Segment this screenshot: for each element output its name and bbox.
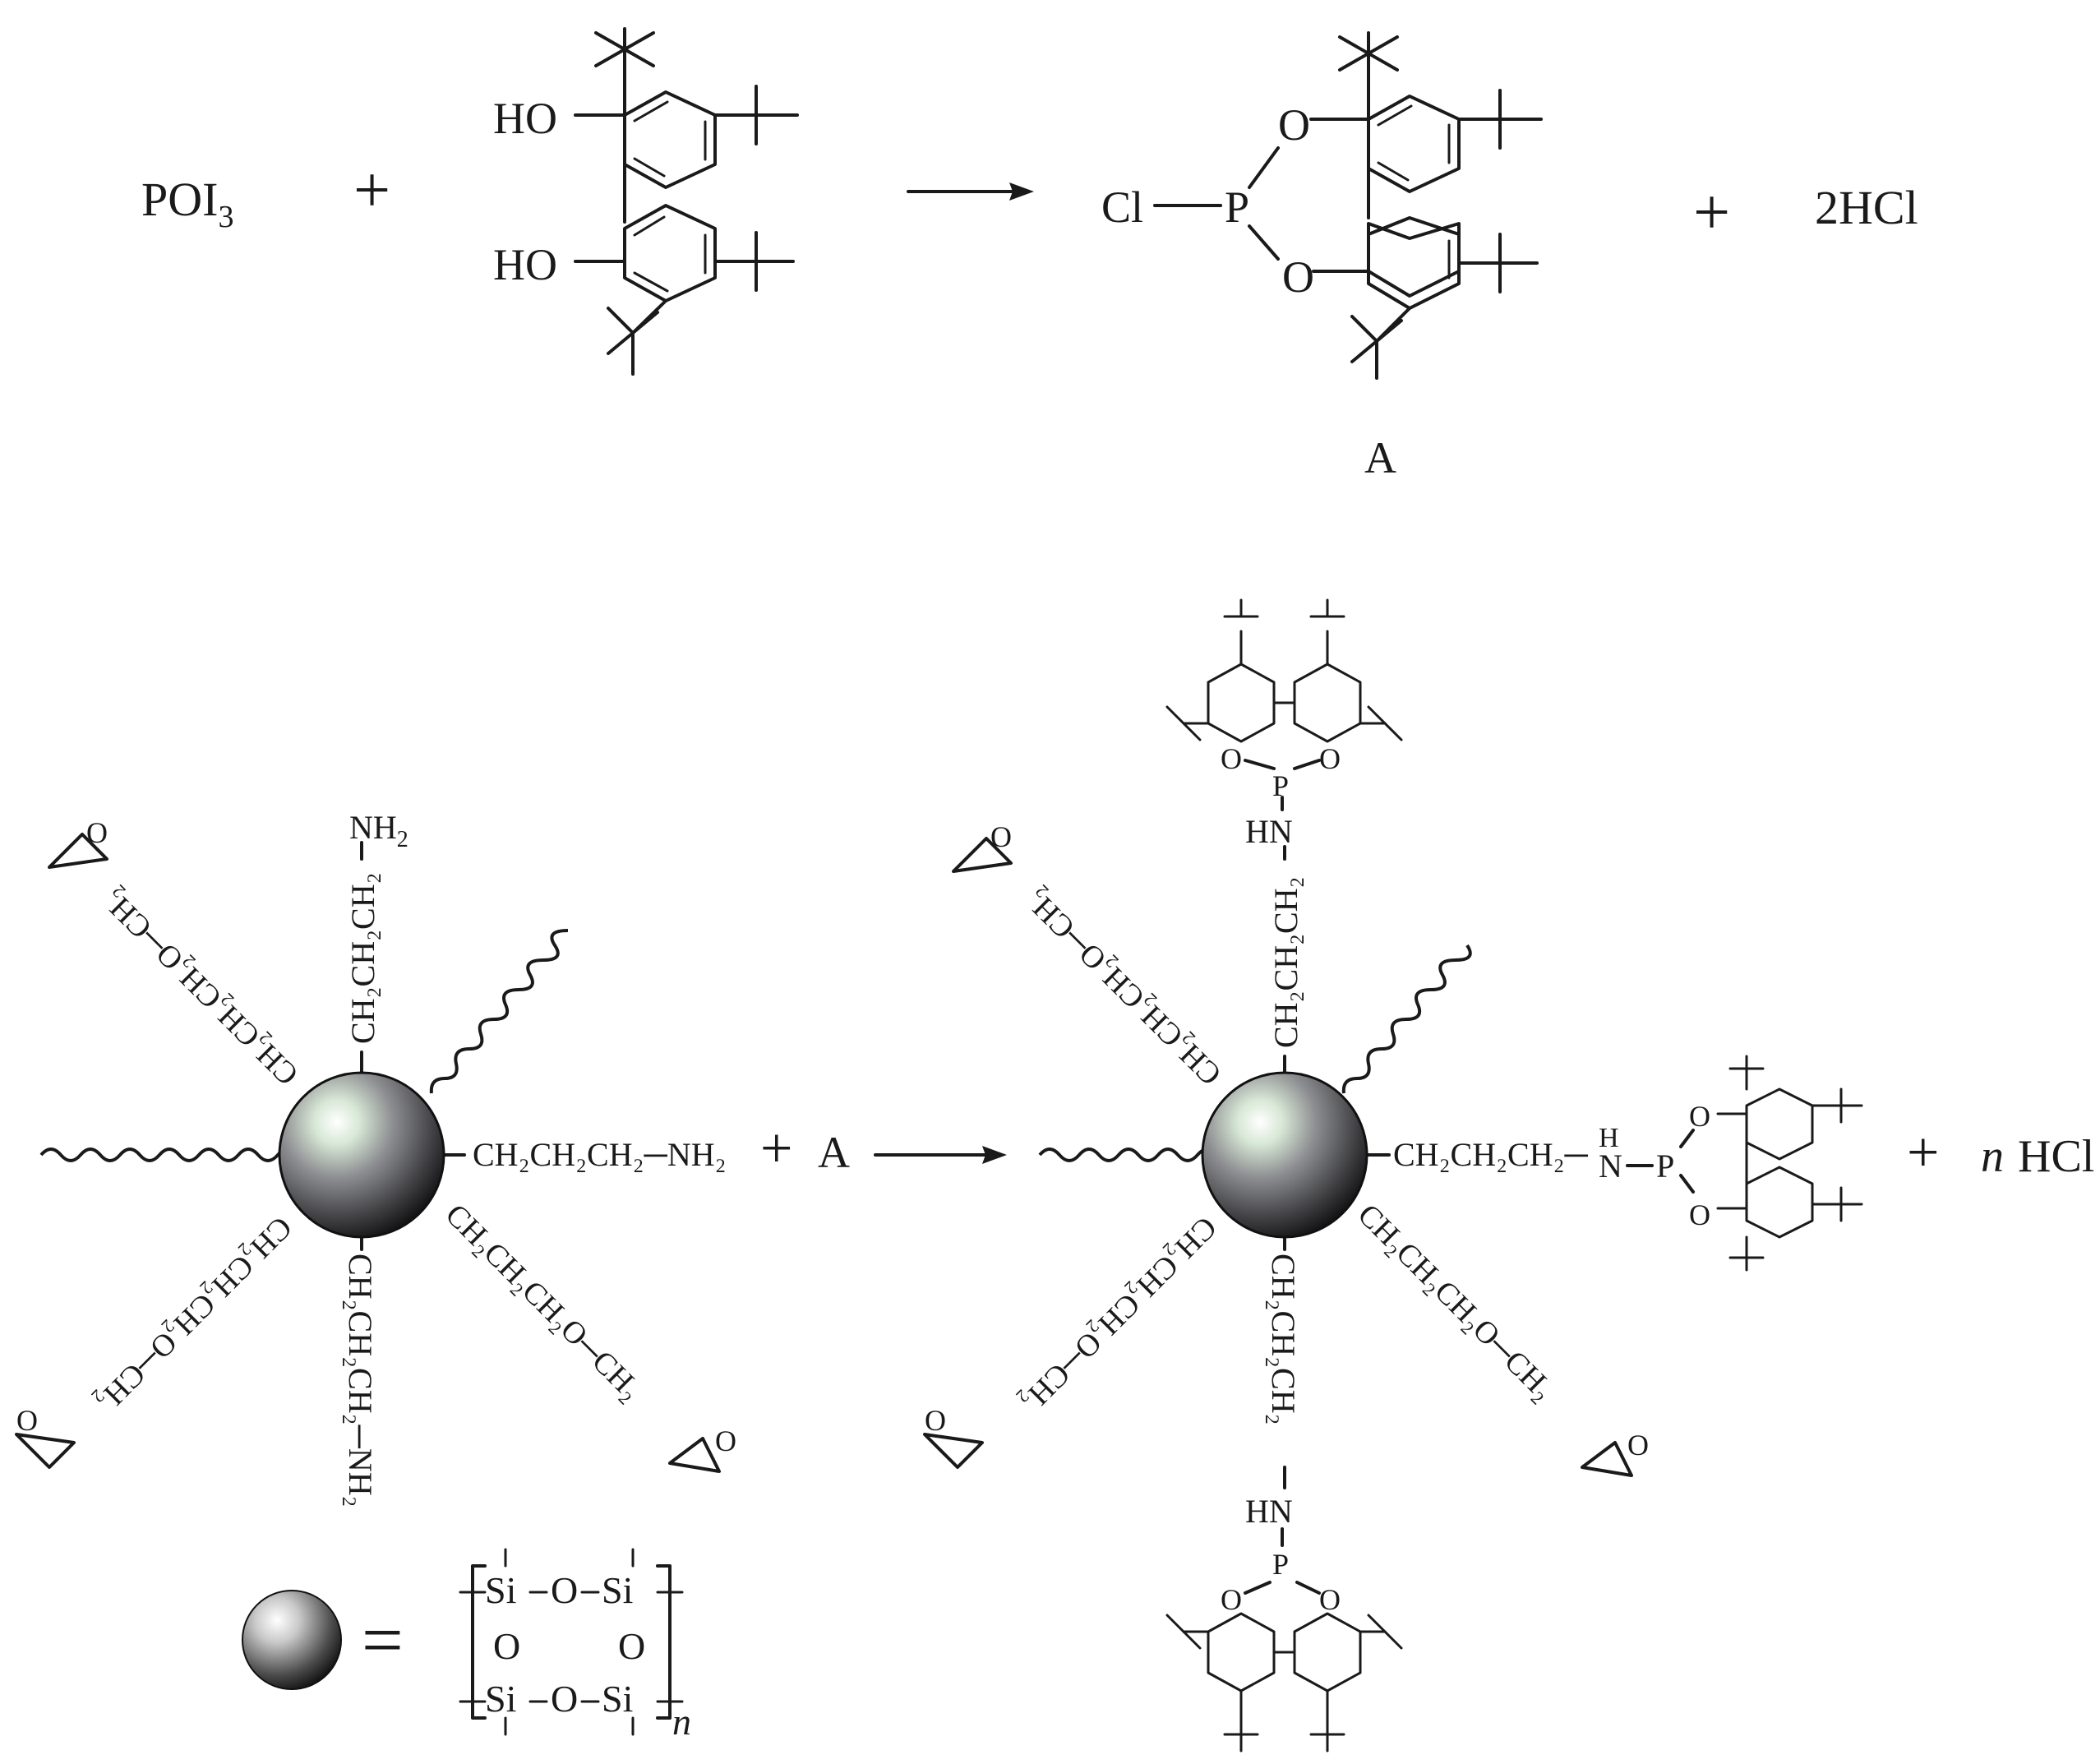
legend-sphere <box>242 1590 342 1690</box>
svg-text:O: O <box>1689 1198 1710 1231</box>
p-right: P <box>1656 1148 1674 1184</box>
plus-sign-3: + <box>760 1117 792 1180</box>
arm-right-chain: CH₂CH₂CH₂─NH₂ <box>473 1136 727 1173</box>
reagent-a: A <box>818 1128 850 1177</box>
n-right: N <box>1599 1148 1622 1184</box>
oxygen-bottom: O <box>1282 252 1314 302</box>
bisphenyl-right <box>1716 1055 1863 1272</box>
arm-lower-left-chain: CH₂CH₂CH₂O─CH₂ <box>89 1210 298 1420</box>
h-right: H <box>1599 1123 1619 1153</box>
wavy-chain-left <box>39 1148 319 1162</box>
byproduct-2hcl: 2HCl <box>1815 181 1918 234</box>
svg-text:Si: Si <box>602 1678 633 1720</box>
plus-sign-1: + <box>353 155 390 227</box>
modified-silica-particle: CH₂CH₂CH₂ HN P O O CH₂CH₂CH₂O─CH₂ O <box>923 598 1863 1752</box>
hydroxyl-top: HO <box>493 94 557 143</box>
silica-sphere-left <box>278 1071 445 1239</box>
arm-bottom-chain: CH₂CH₂CH₂─NH₂ <box>342 1254 379 1508</box>
svg-text:CH₂CH₂CH₂O─CH₂: CH₂CH₂CH₂O─CH₂ <box>1351 1198 1561 1407</box>
hn-top: HN <box>1245 813 1293 850</box>
svg-text:Si: Si <box>485 1678 516 1720</box>
bracket-left <box>471 1564 487 1720</box>
arm-upper-left-chain: CH₂CH₂CH₂O─CH₂ <box>95 882 305 1092</box>
svg-text:O: O <box>551 1678 578 1720</box>
wavy-chain-upper-right <box>429 929 569 1094</box>
oxygen-top: O <box>1278 100 1310 150</box>
svg-text:O: O <box>715 1425 736 1457</box>
legend-equals: = <box>362 1600 404 1681</box>
reagent-poi3: POI3 <box>141 173 233 234</box>
svg-text:O: O <box>1319 742 1341 775</box>
svg-text:Si: Si <box>602 1569 633 1611</box>
svg-text:CH₂CH₂CH₂O─CH₂: CH₂CH₂CH₂O─CH₂ <box>1013 1210 1223 1420</box>
chlorine-atom: Cl <box>1101 182 1143 232</box>
silica-sphere-right <box>1201 1071 1368 1239</box>
wavy-chain-upper-right-2 <box>1341 944 1472 1094</box>
p-top: P <box>1272 769 1289 802</box>
bisphenol-reactant: HO HO <box>493 27 799 376</box>
reaction-1: POI3 + HO <box>141 27 1918 483</box>
hn-bottom: HN <box>1245 1493 1293 1530</box>
svg-text:O: O <box>493 1625 520 1667</box>
svg-text:O: O <box>1689 1100 1710 1133</box>
svg-text:O: O <box>925 1404 946 1437</box>
svg-text:CH₂CH₂CH₂: CH₂CH₂CH₂ <box>1265 1254 1302 1425</box>
svg-text:O: O <box>1319 1583 1341 1616</box>
coefficient-n: n <box>1981 1131 2004 1182</box>
hydroxyl-bottom: HO <box>493 240 557 289</box>
legend-silica: = Si O Si O O Si O Si n <box>242 1548 691 1743</box>
svg-text:O: O <box>86 816 108 849</box>
svg-text:CH₂CH₂CH₂O─CH₂: CH₂CH₂CH₂O─CH₂ <box>1018 882 1228 1092</box>
bracket-right <box>656 1564 672 1720</box>
phosphorus-atom: P <box>1225 182 1249 232</box>
svg-text:O: O <box>990 820 1012 853</box>
svg-text:O: O <box>16 1404 38 1437</box>
reaction-arrow-1 <box>907 182 1034 201</box>
aminated-silica-particle: CH₂CH₂CH₂ NH2 CH₂CH₂CH₂O─CH₂ O CH₂CH₂CH₂… <box>15 809 736 1508</box>
svg-text:CH₂CH₂CH₂: CH₂CH₂CH₂ <box>1267 876 1304 1048</box>
bisphenyl-top <box>1165 598 1403 743</box>
bisphenyl-bottom <box>1165 1612 1403 1752</box>
svg-text:O: O <box>551 1569 578 1611</box>
plus-sign-4: + <box>1907 1121 1939 1184</box>
product-a: Cl P O O <box>1101 31 1543 483</box>
arm-top-chain: CH₂CH₂CH₂ <box>344 872 381 1044</box>
svg-text:O: O <box>1221 742 1242 775</box>
svg-text:CH₂CH₂CH₂─: CH₂CH₂CH₂─ <box>1393 1136 1589 1173</box>
wavy-chain-left-2 <box>1038 1148 1219 1162</box>
legend-subscript-n: n <box>672 1701 691 1743</box>
amine-top: NH2 <box>349 809 408 852</box>
reaction-arrow-2 <box>874 1146 1007 1164</box>
byproduct-hcl: HCl <box>2018 1131 2094 1182</box>
plus-sign-2: + <box>1693 177 1730 249</box>
arm-lower-right-chain: CH₂CH₂CH₂O─CH₂ <box>439 1198 648 1407</box>
p-bottom: P <box>1272 1548 1289 1581</box>
product-a-label: A <box>1364 433 1396 483</box>
svg-text:O: O <box>618 1625 645 1667</box>
svg-text:O: O <box>1627 1429 1649 1462</box>
si-atom: Si <box>485 1569 516 1611</box>
svg-text:O: O <box>1221 1583 1242 1616</box>
